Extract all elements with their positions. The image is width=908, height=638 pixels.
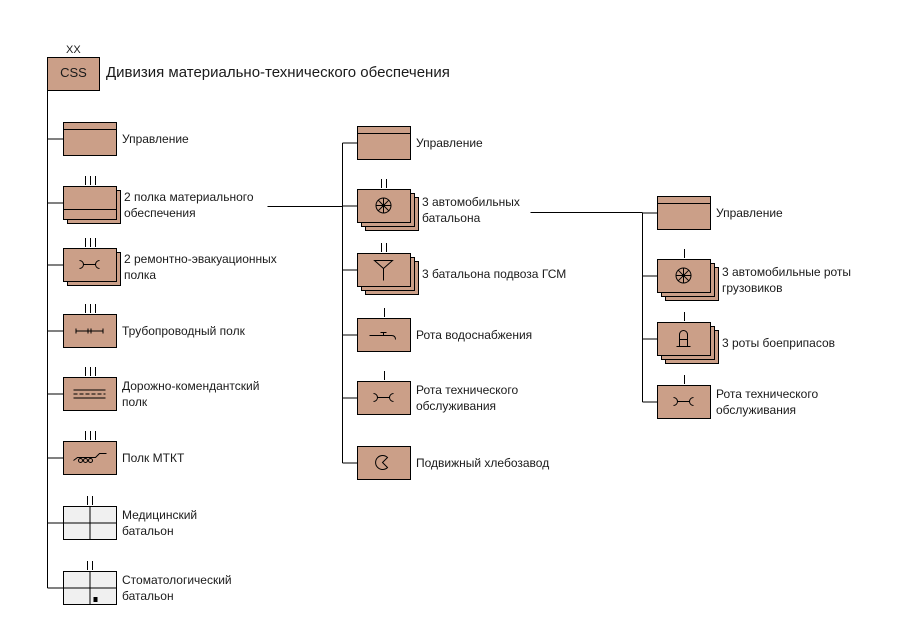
- unit-label: Управление: [122, 131, 189, 146]
- echelon-marker: [85, 431, 96, 440]
- water-tap-icon: [369, 332, 396, 340]
- root-title: Дивизия материально-технического обеспеч…: [106, 64, 450, 81]
- medical-cross-icon: [63, 571, 116, 604]
- wheel-icon: [375, 197, 392, 214]
- unit-label: Рота водоснабжения: [416, 327, 533, 342]
- unit-column2: [357, 446, 411, 480]
- unit-column3: [657, 196, 711, 230]
- unit-label: Рота технического обслуживания: [416, 382, 519, 413]
- unit-label: Трубопроводный полк: [122, 323, 245, 338]
- unit-column2: [357, 126, 411, 160]
- unit-column2: [357, 179, 419, 231]
- wrench-icon: [673, 397, 694, 406]
- ammunition-icon: [676, 330, 691, 347]
- unit-label: 2 ремонтно-эвакуационных полка: [124, 251, 277, 282]
- root-code: CSS: [60, 65, 87, 80]
- unit-label: Полк МТКТ: [122, 450, 185, 465]
- unit-box: [657, 196, 711, 230]
- echelon-marker: [85, 304, 96, 313]
- unit-label: 3 автомобильные роты грузовиков: [722, 264, 852, 295]
- pipeline-icon: [75, 328, 104, 334]
- tooth-icon: [93, 597, 98, 602]
- root-unit-box: [47, 57, 100, 91]
- medical-cross-icon: [63, 506, 116, 539]
- unit-column1: [63, 431, 117, 475]
- road-icon: [73, 389, 106, 399]
- unit-box: [63, 377, 117, 411]
- echelon-marker: [381, 243, 387, 252]
- unit-label: Медицинский батальон: [122, 507, 198, 538]
- unit-column2: [357, 308, 411, 352]
- unit-box: [357, 126, 411, 160]
- echelon-marker: [381, 179, 387, 188]
- unit-label: 3 батальона подвоза ГСМ: [422, 266, 567, 281]
- unit-label: Дорожно-комендантский полк: [122, 378, 260, 409]
- unit-column1: [63, 176, 121, 224]
- unit-label: Управление: [416, 135, 483, 150]
- unit-label: 3 роты боеприпасов: [722, 335, 835, 350]
- wheel-icon: [675, 267, 692, 284]
- unit-label: 3 автомобильных батальона: [422, 194, 520, 225]
- unit-column2: [357, 371, 411, 415]
- unit-column1: [63, 367, 117, 411]
- heavy-transport-icon: [73, 453, 107, 463]
- echelon-marker: [87, 561, 93, 570]
- unit-label: 2 полка материального обеспечения: [124, 189, 254, 220]
- unit-column3: [657, 249, 719, 301]
- echelon-marker: [85, 367, 96, 376]
- unit-column3: [657, 312, 719, 364]
- root-echelon: XX: [66, 44, 81, 56]
- unit-box: [657, 322, 711, 356]
- unit-column1: [63, 122, 117, 156]
- echelon-marker: [85, 238, 96, 247]
- unit-column1: [63, 238, 121, 286]
- unit-column2: [357, 243, 419, 295]
- unit-box: [357, 446, 411, 480]
- echelon-marker: [85, 176, 96, 185]
- echelon-marker: [87, 496, 93, 505]
- unit-column1: [63, 496, 117, 540]
- unit-column1: [63, 304, 117, 348]
- unit-box: [63, 122, 117, 156]
- unit-label: Рота технического обслуживания: [716, 386, 819, 417]
- unit-label: Подвижный хлебозавод: [416, 455, 550, 470]
- wrench-icon: [79, 260, 100, 269]
- unit-column1: [63, 561, 117, 605]
- bakery-icon: [375, 455, 389, 470]
- unit-box: [63, 186, 117, 220]
- unit-label: Стоматологический батальон: [122, 572, 232, 603]
- wrench-icon: [373, 393, 394, 402]
- fuel-icon: [373, 260, 394, 281]
- unit-label: Управление: [716, 205, 783, 220]
- unit-column3: [657, 375, 711, 419]
